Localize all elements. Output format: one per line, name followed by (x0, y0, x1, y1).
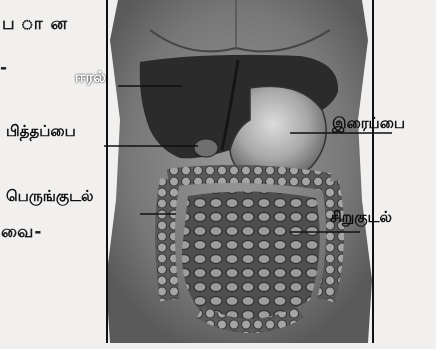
label-gallbladder: பித்தப்பை (6, 122, 76, 142)
label-liver: ஈரல் (75, 68, 106, 88)
label-small-intestine: சிறுகுடல் (330, 208, 392, 228)
label-stomach: இரைப்பை (332, 114, 405, 134)
figure-frame (106, 0, 374, 343)
label-large-intestine: பெருங்குடல் (6, 187, 94, 207)
